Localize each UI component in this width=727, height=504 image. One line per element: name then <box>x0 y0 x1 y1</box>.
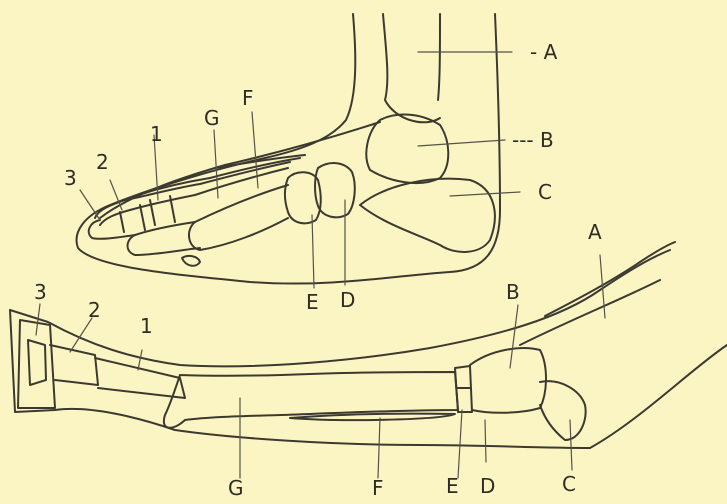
label-bottom-3: 3 <box>34 282 47 302</box>
label-top-2: 2 <box>96 152 109 172</box>
limb-outline-lower <box>10 310 727 448</box>
tibia-animal <box>520 280 660 345</box>
leader-line-bottom-B <box>510 305 518 368</box>
label-top-F: F <box>242 88 254 108</box>
calcaneus-bone <box>360 179 495 252</box>
label-bottom-F: F <box>372 478 384 498</box>
label-top-A: - A <box>530 42 557 62</box>
leader-line-C <box>450 192 520 196</box>
tarsal-small <box>455 366 472 412</box>
leader-line-E <box>312 215 314 288</box>
label-top-E: E <box>306 292 319 312</box>
label-bottom-E: E <box>446 476 459 496</box>
calcaneus-animal <box>540 381 586 440</box>
tarsal-large <box>470 348 546 413</box>
label-top-C: C <box>538 182 552 202</box>
talus-bone <box>366 115 448 184</box>
limb-outline-upper-inner <box>545 242 675 316</box>
toe-tips <box>89 200 135 239</box>
foot-outline <box>77 158 450 284</box>
leg-outline-front <box>265 14 355 158</box>
label-top-1: 1 <box>150 124 163 144</box>
label-bottom-A: A <box>588 222 602 242</box>
label-bottom-1: 1 <box>140 316 153 336</box>
sesamoid <box>182 256 200 266</box>
label-top-G: G <box>204 108 220 128</box>
leader-line-bottom-E <box>458 410 462 478</box>
leader-line-bottom-C <box>570 420 572 470</box>
label-bottom-B: B <box>506 282 520 302</box>
label-top-B: --- B <box>512 130 554 150</box>
label-bottom-2: 2 <box>88 300 101 320</box>
label-bottom-D: D <box>480 476 495 496</box>
hoof-inner <box>28 340 46 385</box>
phalanx-distal <box>50 345 98 385</box>
tibia-bone <box>383 14 440 122</box>
label-bottom-G: G <box>228 478 244 498</box>
leader-line-B <box>418 140 505 146</box>
leader-line-bottom-D <box>485 420 486 462</box>
label-bottom-C: C <box>562 474 576 494</box>
label-top-3: 3 <box>64 168 77 188</box>
animal-limb-drawing <box>10 242 727 478</box>
leader-line-bottom-F <box>378 418 380 478</box>
label-top-D: D <box>340 290 355 310</box>
metatarsal-1 <box>189 185 288 250</box>
human-foot-drawing <box>77 14 520 288</box>
leader-line-bottom-1 <box>138 350 142 370</box>
